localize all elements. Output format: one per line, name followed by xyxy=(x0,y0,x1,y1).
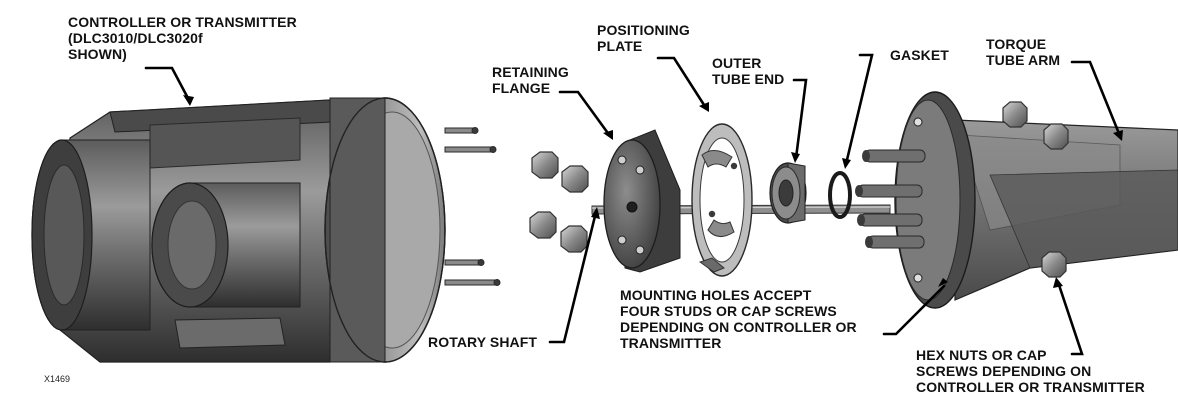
positioning-plate xyxy=(691,123,753,277)
label-hex-nuts: HEX NUTS OR CAP SCREWS DEPENDING ON CONT… xyxy=(916,347,1145,395)
label-torque-tube-arm-line-1: TORQUE xyxy=(986,36,1047,52)
label-mounting-holes-line-1: MOUNTING HOLES ACCEPT xyxy=(620,287,812,303)
controller-body xyxy=(31,97,501,363)
label-retaining-flange-line-2: FLANGE xyxy=(492,80,551,96)
label-controller-line-2: (DLC3010/DLC3020f xyxy=(68,30,203,46)
hex-nuts-right xyxy=(1002,101,1069,278)
label-retaining-flange-line-1: RETAINING xyxy=(492,64,569,80)
label-hex-nuts-line-3: CONTROLLER OR TRANSMITTER xyxy=(916,379,1145,395)
label-hex-nuts-line-1: HEX NUTS OR CAP xyxy=(916,347,1047,363)
retaining-flange xyxy=(603,129,681,273)
label-outer-tube-end-line-1: OUTER xyxy=(712,55,762,71)
label-torque-tube-arm-line-2: TUBE ARM xyxy=(986,52,1061,68)
label-outer-tube-end: OUTER TUBE END xyxy=(712,55,784,87)
label-positioning-plate-line-2: PLATE xyxy=(597,38,643,54)
label-retaining-flange: RETAINING FLANGE xyxy=(492,64,569,96)
label-controller-line-3: SHOWN) xyxy=(68,46,127,62)
label-hex-nuts-line-2: SCREWS DEPENDING ON xyxy=(916,363,1092,379)
label-controller-line-1: CONTROLLER OR TRANSMITTER xyxy=(68,14,297,30)
label-rotary-shaft: ROTARY SHAFT xyxy=(428,334,537,350)
label-gasket-line-1: GASKET xyxy=(890,47,949,63)
label-mounting-holes-line-4: TRANSMITTER xyxy=(620,335,722,351)
label-gasket: GASKET xyxy=(890,47,949,63)
label-positioning-plate-line-1: POSITIONING xyxy=(597,22,690,38)
label-mounting-holes: MOUNTING HOLES ACCEPT FOUR STUDS OR CAP … xyxy=(620,287,857,351)
label-controller: CONTROLLER OR TRANSMITTER (DLC3010/DLC30… xyxy=(68,14,297,62)
torque-tube-arm xyxy=(855,91,1178,309)
leader-arrowheads xyxy=(183,95,1123,288)
label-mounting-holes-line-2: FOUR STUDS OR CAP SCREWS xyxy=(620,303,837,319)
label-rotary-shaft-line-1: ROTARY SHAFT xyxy=(428,334,538,350)
label-outer-tube-end-line-2: TUBE END xyxy=(712,71,785,87)
outer-tube-end xyxy=(769,162,807,224)
gasket xyxy=(828,171,852,219)
label-mounting-holes-line-3: DEPENDING ON CONTROLLER OR xyxy=(620,319,857,335)
hex-nuts-left xyxy=(529,151,589,253)
leader-lines xyxy=(144,53,1122,356)
figure-id: X1469 xyxy=(44,374,71,384)
label-torque-tube-arm: TORQUE TUBE ARM xyxy=(986,36,1060,68)
label-positioning-plate: POSITIONING PLATE xyxy=(597,22,690,54)
